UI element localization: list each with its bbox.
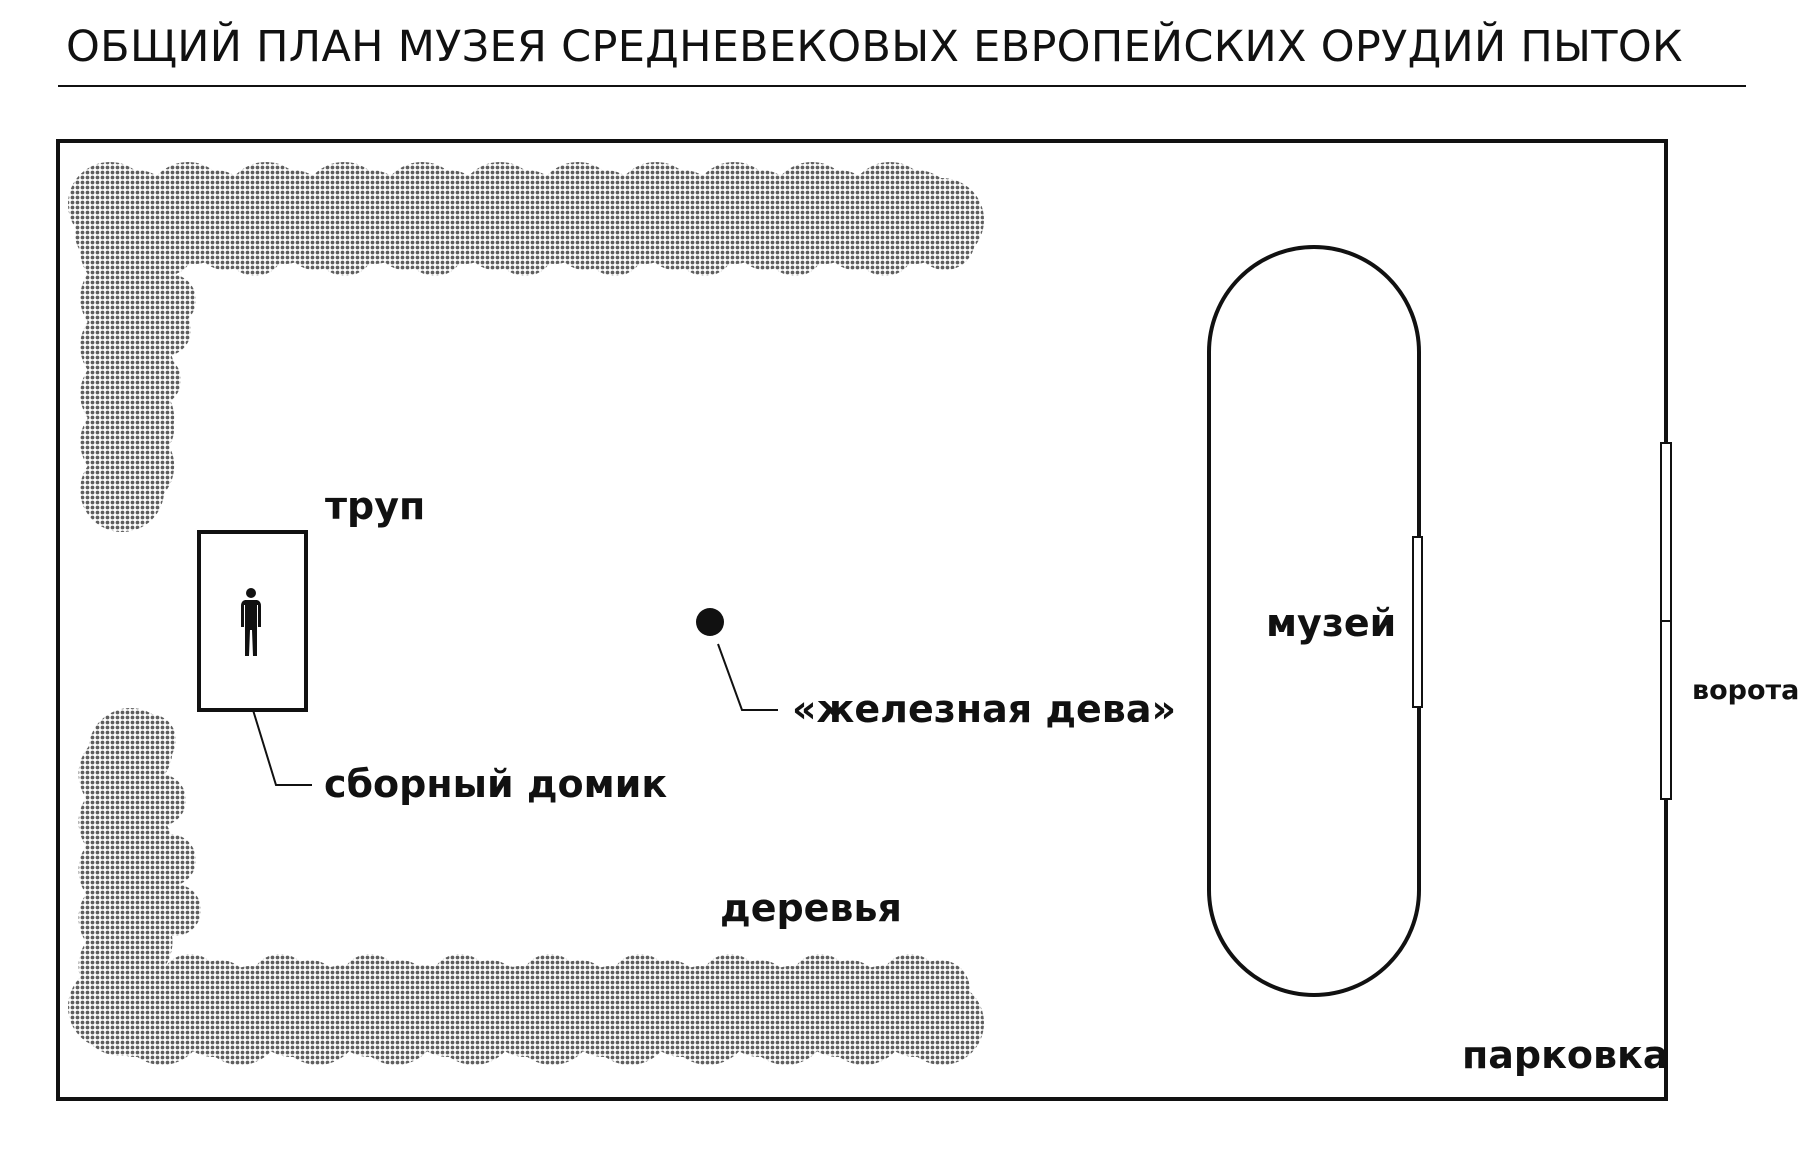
title-underline xyxy=(58,85,1746,87)
tree-canopy xyxy=(134,774,186,826)
tree-canopy xyxy=(915,210,975,270)
corpse-icon[interactable] xyxy=(241,588,261,656)
trees-label: деревья xyxy=(720,886,902,930)
tree-canopy xyxy=(129,354,181,406)
iron-maiden-marker[interactable] xyxy=(696,608,724,636)
tree-canopy xyxy=(124,714,176,766)
tree-canopy xyxy=(122,404,174,456)
museum-entrance[interactable] xyxy=(1412,536,1423,708)
museum-label: музей xyxy=(1266,601,1396,645)
tree-canopy xyxy=(144,834,196,886)
tree-canopy xyxy=(910,960,970,1020)
map-title: ОБЩИЙ ПЛАН МУЗЕЯ СРЕДНЕВЕКОВЫХ ЕВРОПЕЙСК… xyxy=(66,22,1683,72)
trees-bottom-group xyxy=(68,708,984,1065)
corpse-label: труп xyxy=(325,484,425,528)
trees-top-group xyxy=(68,162,984,532)
tree-canopy xyxy=(149,884,201,936)
tree-canopy xyxy=(80,448,165,532)
prefab-house-leader-line xyxy=(252,709,312,786)
prefab-house-label: сборный домик xyxy=(324,762,667,806)
tree-canopy xyxy=(139,304,191,356)
iron-maiden-leader-line xyxy=(717,643,778,711)
parking-label: парковка xyxy=(1462,1033,1668,1077)
gate-label: ворота xyxy=(1692,675,1799,706)
iron-maiden-label: «железная дева» xyxy=(792,687,1176,731)
